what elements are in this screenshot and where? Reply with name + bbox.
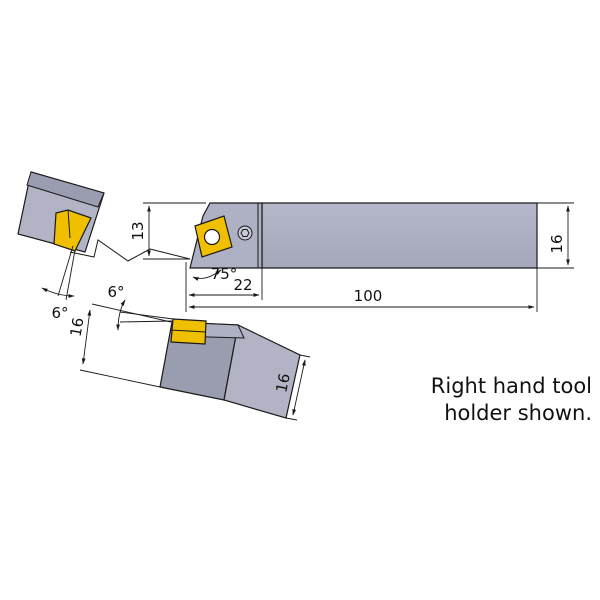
side-shank	[223, 324, 301, 419]
dim-height-bottom: 16	[67, 316, 88, 338]
dim-height-to-edge: 13	[129, 221, 147, 240]
dim-clearance-left: 6°	[51, 304, 68, 322]
dim-clearance-bottom: 6°	[107, 283, 124, 301]
dim-width-bottom: 16	[272, 372, 294, 394]
hand-note: Right hand tool holder shown.	[402, 373, 592, 427]
dim-approach-angle: 75°	[211, 265, 238, 283]
top-view	[189, 202, 538, 269]
dim-shank-width: 16	[548, 234, 566, 253]
hand-note-line2: holder shown.	[444, 401, 592, 425]
clamp-screw-icon	[237, 225, 253, 241]
shank-body	[261, 202, 538, 269]
end-view-left	[17, 171, 191, 301]
dim-offset: 22	[233, 276, 252, 294]
dim-length-total: 100	[354, 287, 383, 305]
insert-top	[194, 215, 233, 258]
dimension-lines	[79, 202, 574, 421]
hand-note-line1: Right hand tool	[430, 374, 592, 398]
side-view-bottom	[116, 299, 301, 419]
